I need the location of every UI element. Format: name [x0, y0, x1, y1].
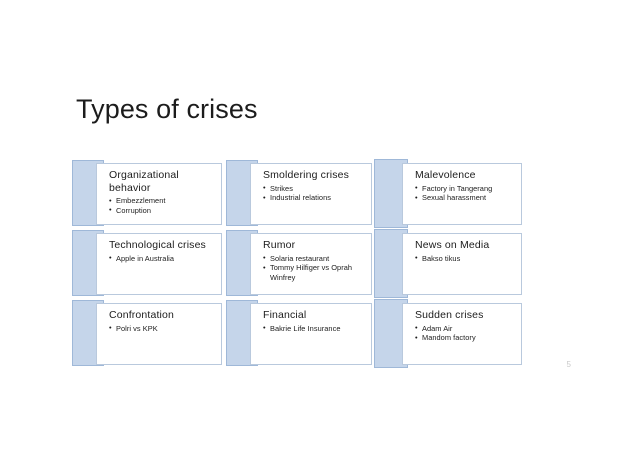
- list-item: Sexual harassment: [415, 193, 517, 203]
- card-content: Smoldering crises Strikes Industrial rel…: [250, 163, 372, 225]
- list-item: Bakso tikus: [415, 253, 517, 263]
- card-bullet-list: Embezzlement Corruption: [109, 195, 217, 215]
- list-item: Bakrie Life Insurance: [263, 323, 367, 333]
- card-bullet-list: Strikes Industrial relations: [263, 183, 367, 203]
- card-content: Technological crises Apple in Australia: [96, 233, 222, 295]
- crisis-card-news-on-media[interactable]: News on Media Bakso tikus: [374, 229, 522, 298]
- list-item: Embezzlement: [109, 195, 217, 205]
- card-content: News on Media Bakso tikus: [402, 233, 522, 295]
- card-bullet-list: Apple in Australia: [109, 253, 217, 263]
- card-title: News on Media: [415, 239, 490, 251]
- crisis-card-financial[interactable]: Financial Bakrie Life Insurance: [224, 300, 372, 366]
- list-item: Polri vs KPK: [109, 323, 217, 333]
- card-content: Financial Bakrie Life Insurance: [250, 303, 372, 365]
- list-item: Corruption: [109, 205, 217, 215]
- crisis-card-confrontation[interactable]: Confrontation Polri vs KPK: [70, 300, 222, 366]
- card-title: Sudden crises: [415, 309, 484, 321]
- list-item: Apple in Australia: [109, 253, 217, 263]
- crisis-card-rumor[interactable]: Rumor Solaria restaurant Tommy Hilfiger …: [224, 230, 372, 296]
- card-bullet-list: Factory in Tangerang Sexual harassment: [415, 183, 517, 203]
- card-bullet-list: Bakso tikus: [415, 253, 517, 263]
- card-content: Rumor Solaria restaurant Tommy Hilfiger …: [250, 233, 372, 295]
- list-item: Solaria restaurant: [263, 253, 367, 263]
- card-title: Confrontation: [109, 309, 174, 321]
- list-item: Industrial relations: [263, 193, 367, 203]
- card-title: Smoldering crises: [263, 169, 349, 181]
- card-content: Malevolence Factory in Tangerang Sexual …: [402, 163, 522, 225]
- card-content: Organizational behavior Embezzlement Cor…: [96, 163, 222, 225]
- card-title: Organizational behavior: [109, 169, 179, 194]
- list-item: Mandom factory: [415, 333, 517, 343]
- page-title: Types of crises: [76, 94, 258, 124]
- crisis-card-malevolence[interactable]: Malevolence Factory in Tangerang Sexual …: [374, 159, 522, 228]
- card-bullet-list: Polri vs KPK: [109, 323, 217, 333]
- page-number: 5: [566, 360, 571, 369]
- crisis-card-technological-crises[interactable]: Technological crises Apple in Australia: [70, 230, 222, 296]
- card-title: Technological crises: [109, 239, 206, 251]
- card-title: Rumor: [263, 239, 296, 251]
- crisis-card-sudden-crises[interactable]: Sudden crises Adam Air Mandom factory: [374, 299, 522, 368]
- list-item: Factory in Tangerang: [415, 183, 517, 193]
- card-content: Sudden crises Adam Air Mandom factory: [402, 303, 522, 365]
- card-title: Malevolence: [415, 169, 476, 181]
- crisis-type-grid: Organizational behavior Embezzlement Cor…: [70, 159, 522, 368]
- list-item: Strikes: [263, 183, 367, 193]
- crisis-card-organizational-behavior[interactable]: Organizational behavior Embezzlement Cor…: [70, 160, 222, 226]
- crisis-card-smoldering-crises[interactable]: Smoldering crises Strikes Industrial rel…: [224, 160, 372, 226]
- list-item: Tommy Hilfiger vs Oprah Winfrey: [263, 263, 367, 282]
- card-title: Financial: [263, 309, 307, 321]
- card-bullet-list: Adam Air Mandom factory: [415, 323, 517, 343]
- card-bullet-list: Bakrie Life Insurance: [263, 323, 367, 333]
- list-item: Adam Air: [415, 323, 517, 333]
- card-bullet-list: Solaria restaurant Tommy Hilfiger vs Opr…: [263, 253, 367, 283]
- card-content: Confrontation Polri vs KPK: [96, 303, 222, 365]
